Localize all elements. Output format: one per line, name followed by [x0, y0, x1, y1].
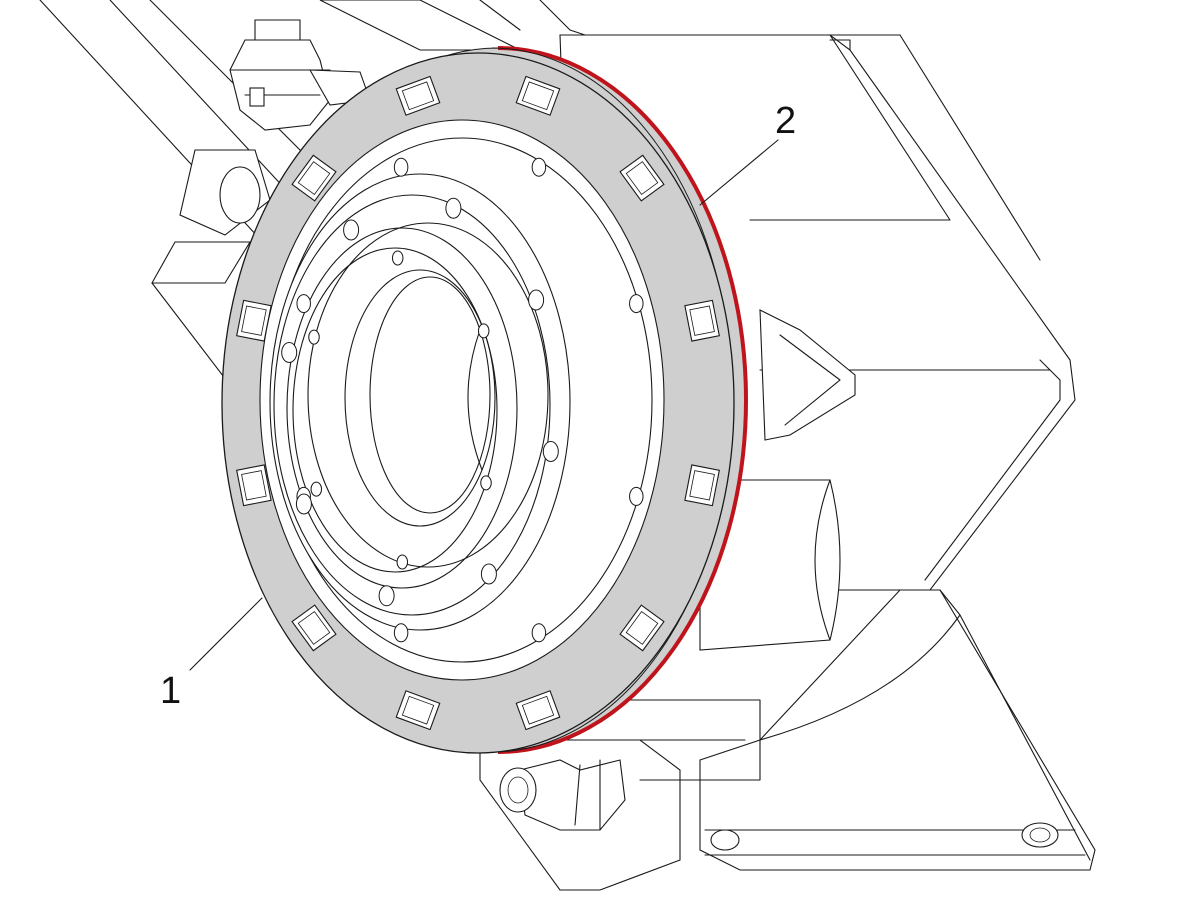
hub-bolt [296, 294, 311, 314]
callout-1: 1 [160, 597, 263, 712]
flange-hole [480, 563, 497, 585]
ring-lug [515, 690, 561, 731]
flange-hole [295, 493, 312, 515]
ring-lugs [236, 75, 720, 731]
hub-bolts [281, 157, 644, 643]
ring-lug [684, 299, 720, 342]
ring-lug [684, 464, 720, 507]
red-seal-line [497, 46, 748, 754]
inner-hole [310, 481, 323, 497]
ring-lug [395, 690, 441, 731]
inner-hole [477, 323, 490, 339]
ring-lug [619, 154, 665, 202]
hub-bolt [393, 623, 409, 643]
ring-lug [291, 604, 337, 652]
callout-2: 2 [699, 100, 796, 206]
ring-lug [395, 75, 441, 116]
inner-hole [308, 329, 320, 345]
hub-bolt [629, 486, 644, 506]
flange-hole [281, 342, 298, 363]
callout-label-1: 1 [160, 670, 181, 712]
inner-hole [391, 250, 404, 266]
inner-hole [396, 554, 409, 570]
hose-fitting [499, 759, 626, 831]
ring-lug [619, 604, 665, 652]
flange-hole [343, 219, 360, 241]
ring-lug [515, 75, 561, 116]
hub [269, 137, 653, 663]
callout-label-2: 2 [775, 100, 796, 142]
flange-hole [542, 441, 559, 462]
hub-bolt [393, 157, 409, 177]
hub-bolt [629, 294, 644, 314]
hub-bolt [531, 157, 547, 177]
ring-lug [291, 154, 337, 202]
hub-bolt [531, 623, 547, 643]
flange-hole [378, 585, 395, 607]
flange-hole [528, 289, 545, 311]
valve-fitting [179, 19, 371, 236]
flange-hole [445, 197, 462, 219]
inner-hole [480, 475, 492, 491]
ring-lug [236, 464, 272, 507]
